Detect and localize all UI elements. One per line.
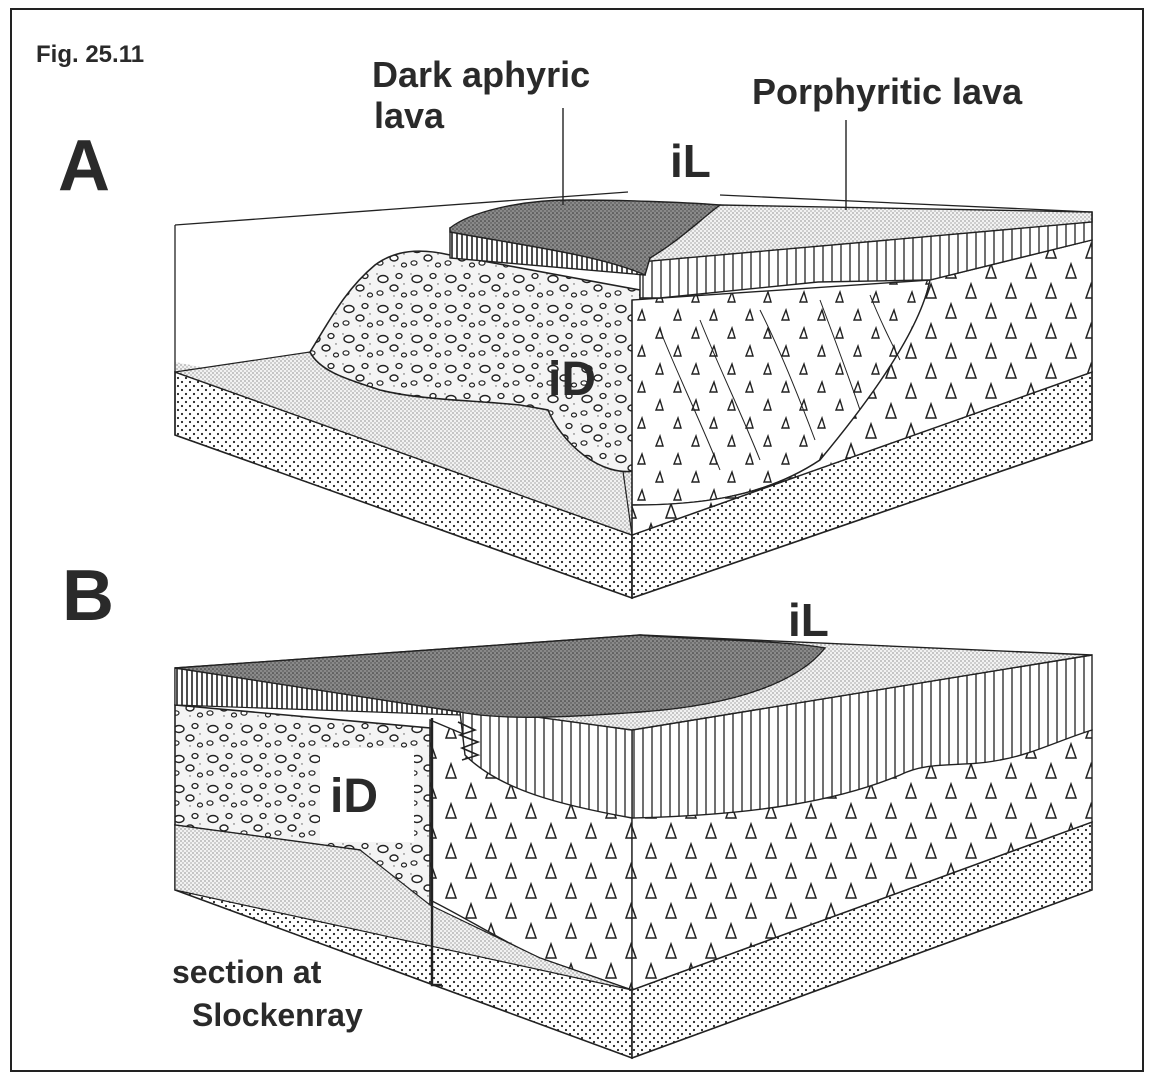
panel-b-label-section-line2: Slockenray xyxy=(192,997,363,1033)
panel-b-letter: B xyxy=(62,556,114,636)
panel-b-label-section-line1: section at xyxy=(172,954,322,990)
panel-b-label-il: iL xyxy=(788,594,829,646)
panel-a-label-il: iL xyxy=(670,135,711,187)
figure-caption: Fig. 25.11 xyxy=(36,41,144,68)
panel-a-label-porphyritic: Porphyritic lava xyxy=(752,71,1023,112)
panel-a-letter: A xyxy=(58,126,110,206)
panel-a-label-id: iD xyxy=(548,353,596,406)
panel-a-block xyxy=(175,108,1092,598)
panel-b-block xyxy=(175,635,1092,1058)
panel-a-label-dark-aphyric-line2: lava xyxy=(374,95,445,136)
panel-b-label-id: iD xyxy=(330,770,378,823)
panel-a-label-dark-aphyric-line1: Dark aphyric xyxy=(372,54,590,95)
